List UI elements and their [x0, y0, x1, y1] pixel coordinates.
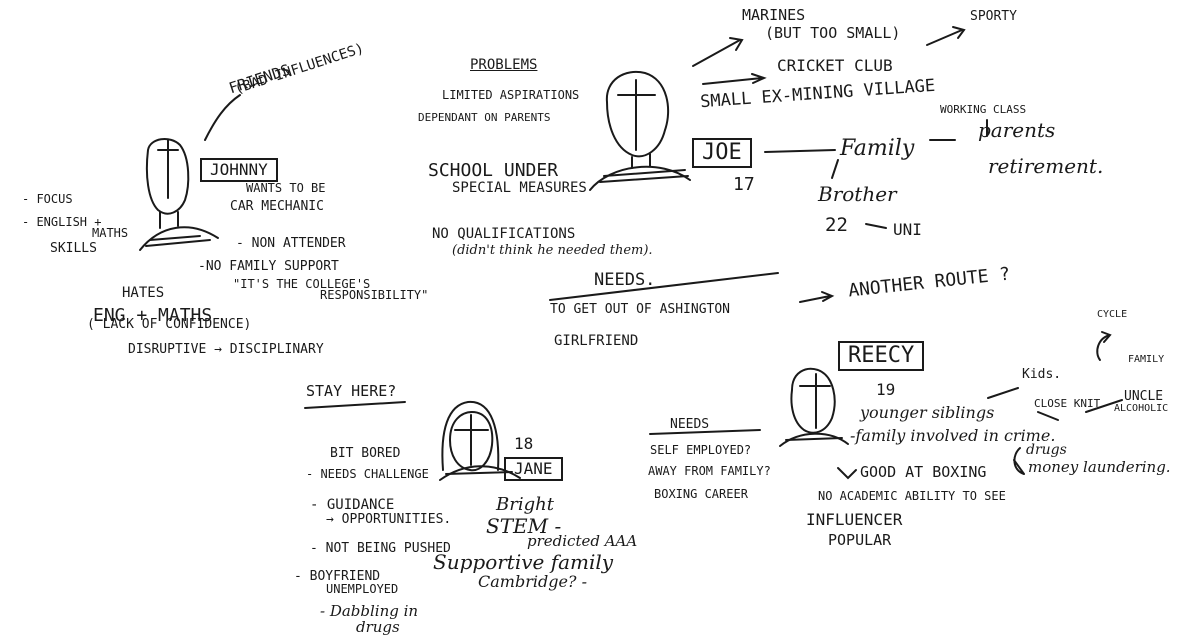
reecy-family-label: FAMILY [1128, 354, 1165, 365]
johnny-hates: HATES [122, 285, 165, 301]
reecy-money: money laundering. [1028, 458, 1171, 476]
joe-name-box: JOE [692, 138, 752, 168]
jane-cambridge: Cambridge? - [478, 572, 587, 591]
jane-boyfriend-2: UNEMPLOYED [326, 582, 399, 596]
joe-retirement: retirement. [988, 154, 1104, 178]
johnny-wants-2: CAR MECHANIC [230, 199, 324, 214]
reecy-kids: Kids. [1022, 367, 1062, 382]
johnny-non-attender: - NON ATTENDER [236, 236, 346, 251]
joe-family: Family [840, 136, 915, 161]
reecy-close-knit: CLOSE KNIT [1034, 397, 1101, 410]
joe-parents: parents [978, 118, 1056, 142]
joe-figure [549, 26, 988, 303]
joe-brother: Brother [818, 182, 897, 206]
joe-get-out: TO GET OUT OF ASHINGTON [550, 302, 731, 317]
jane-guidance: - GUIDANCE [310, 497, 395, 513]
jane-bit-bored: BIT BORED [330, 446, 401, 461]
joe-but-small: (BUT TOO SMALL) [765, 24, 901, 42]
reecy-boxing-career: BOXING CAREER [654, 487, 748, 501]
jane-bright: Bright [496, 494, 554, 515]
joe-cricket: CRICKET CLUB [777, 56, 893, 75]
joe-girlfriend: GIRLFRIEND [554, 333, 639, 349]
johnny-no-family: -NO FAMILY SUPPORT [198, 259, 339, 274]
jane-figure [304, 400, 521, 481]
reecy-figure [649, 331, 1123, 480]
jane-opportunities: → OPPORTUNITIES. [326, 512, 452, 527]
joe-needs: NEEDS. [594, 270, 656, 290]
jane-dabbling-1: - Dabbling in [320, 602, 419, 620]
johnny-eng-maths: ENG + MATHS [93, 305, 213, 326]
johnny-eng-2: MATHS [92, 226, 129, 240]
johnny-figure [139, 94, 241, 251]
joe-limited: LIMITED ASPIRATIONS [442, 88, 580, 102]
reecy-name-box: REECY [838, 341, 925, 371]
johnny-wants-1: WANTS TO BE [246, 181, 326, 195]
reecy-age: 19 [876, 380, 896, 399]
reecy-uncle-1: UNCLE [1124, 389, 1164, 404]
johnny-college-2: RESPONSIBILITY" [320, 288, 429, 302]
reecy-cycle: CYCLE [1097, 309, 1128, 320]
johnny-lack: ( LACK OF CONFIDENCE) [87, 317, 252, 332]
jane-predicted: predicted AAA [527, 532, 638, 550]
jane-needs-challenge: - NEEDS CHALLENGE [306, 467, 429, 481]
jane-boyfriend-1: - BOYFRIEND [294, 569, 381, 584]
reecy-away: AWAY FROM FAMILY? [648, 464, 771, 478]
jane-dabbling-2: drugs [356, 618, 400, 636]
johnny-name-box: JOHNNY [200, 158, 278, 182]
joe-age: 17 [733, 174, 755, 195]
joe-working-class: WORKING CLASS [940, 103, 1027, 116]
joe-marines: MARINES [742, 6, 806, 24]
jane-stem: STEM - [486, 514, 562, 538]
joe-noqual-2: (didn't think he needed them). [452, 243, 653, 258]
reecy-needs: NEEDS [670, 417, 710, 432]
jane-supportive: Supportive family [433, 550, 614, 574]
johnny-eng-1: - ENGLISH + [22, 215, 102, 229]
reecy-drugs: drugs [1026, 442, 1067, 458]
reecy-crime: -family involved in crime. [850, 426, 1056, 445]
reecy-popular: POPULAR [828, 531, 892, 549]
joe-dependant: DEPENDANT ON PARENTS [418, 111, 551, 124]
johnny-college-1: "IT'S THE COLLEGE'S [233, 277, 371, 291]
reecy-influencer: INFLUENCER [806, 510, 903, 529]
joe-noqual-1: NO QUALIFICATIONS [432, 226, 576, 242]
joe-school-2: SPECIAL MEASURES [452, 180, 587, 196]
jane-name-box: JANE [504, 457, 563, 481]
reecy-self-employed: SELF EMPLOYED? [650, 443, 752, 457]
joe-problems: PROBLEMS [470, 57, 538, 73]
reecy-no-academic: NO ACADEMIC ABILITY TO SEE [818, 489, 1006, 503]
reecy-uncle-2: ALCOHOLIC [1114, 403, 1169, 414]
joe-uni: UNI [893, 220, 922, 239]
reecy-younger: younger siblings [860, 403, 995, 422]
jane-stay-here: STAY HERE? [306, 382, 397, 400]
johnny-eng-3: SKILLS [50, 241, 97, 256]
joe-brother-age: 22 [825, 214, 848, 236]
johnny-disruptive: DISRUPTIVE → DISCIPLINARY [128, 342, 324, 357]
reecy-good-boxing: GOOD AT BOXING [860, 463, 987, 481]
jane-age: 18 [514, 434, 534, 453]
joe-sporty: SPORTY [970, 9, 1017, 24]
johnny-focus: - FOCUS [22, 192, 73, 206]
jane-not-pushed: - NOT BEING PUSHED [310, 541, 451, 556]
joe-school-1: SCHOOL UNDER [428, 160, 559, 181]
